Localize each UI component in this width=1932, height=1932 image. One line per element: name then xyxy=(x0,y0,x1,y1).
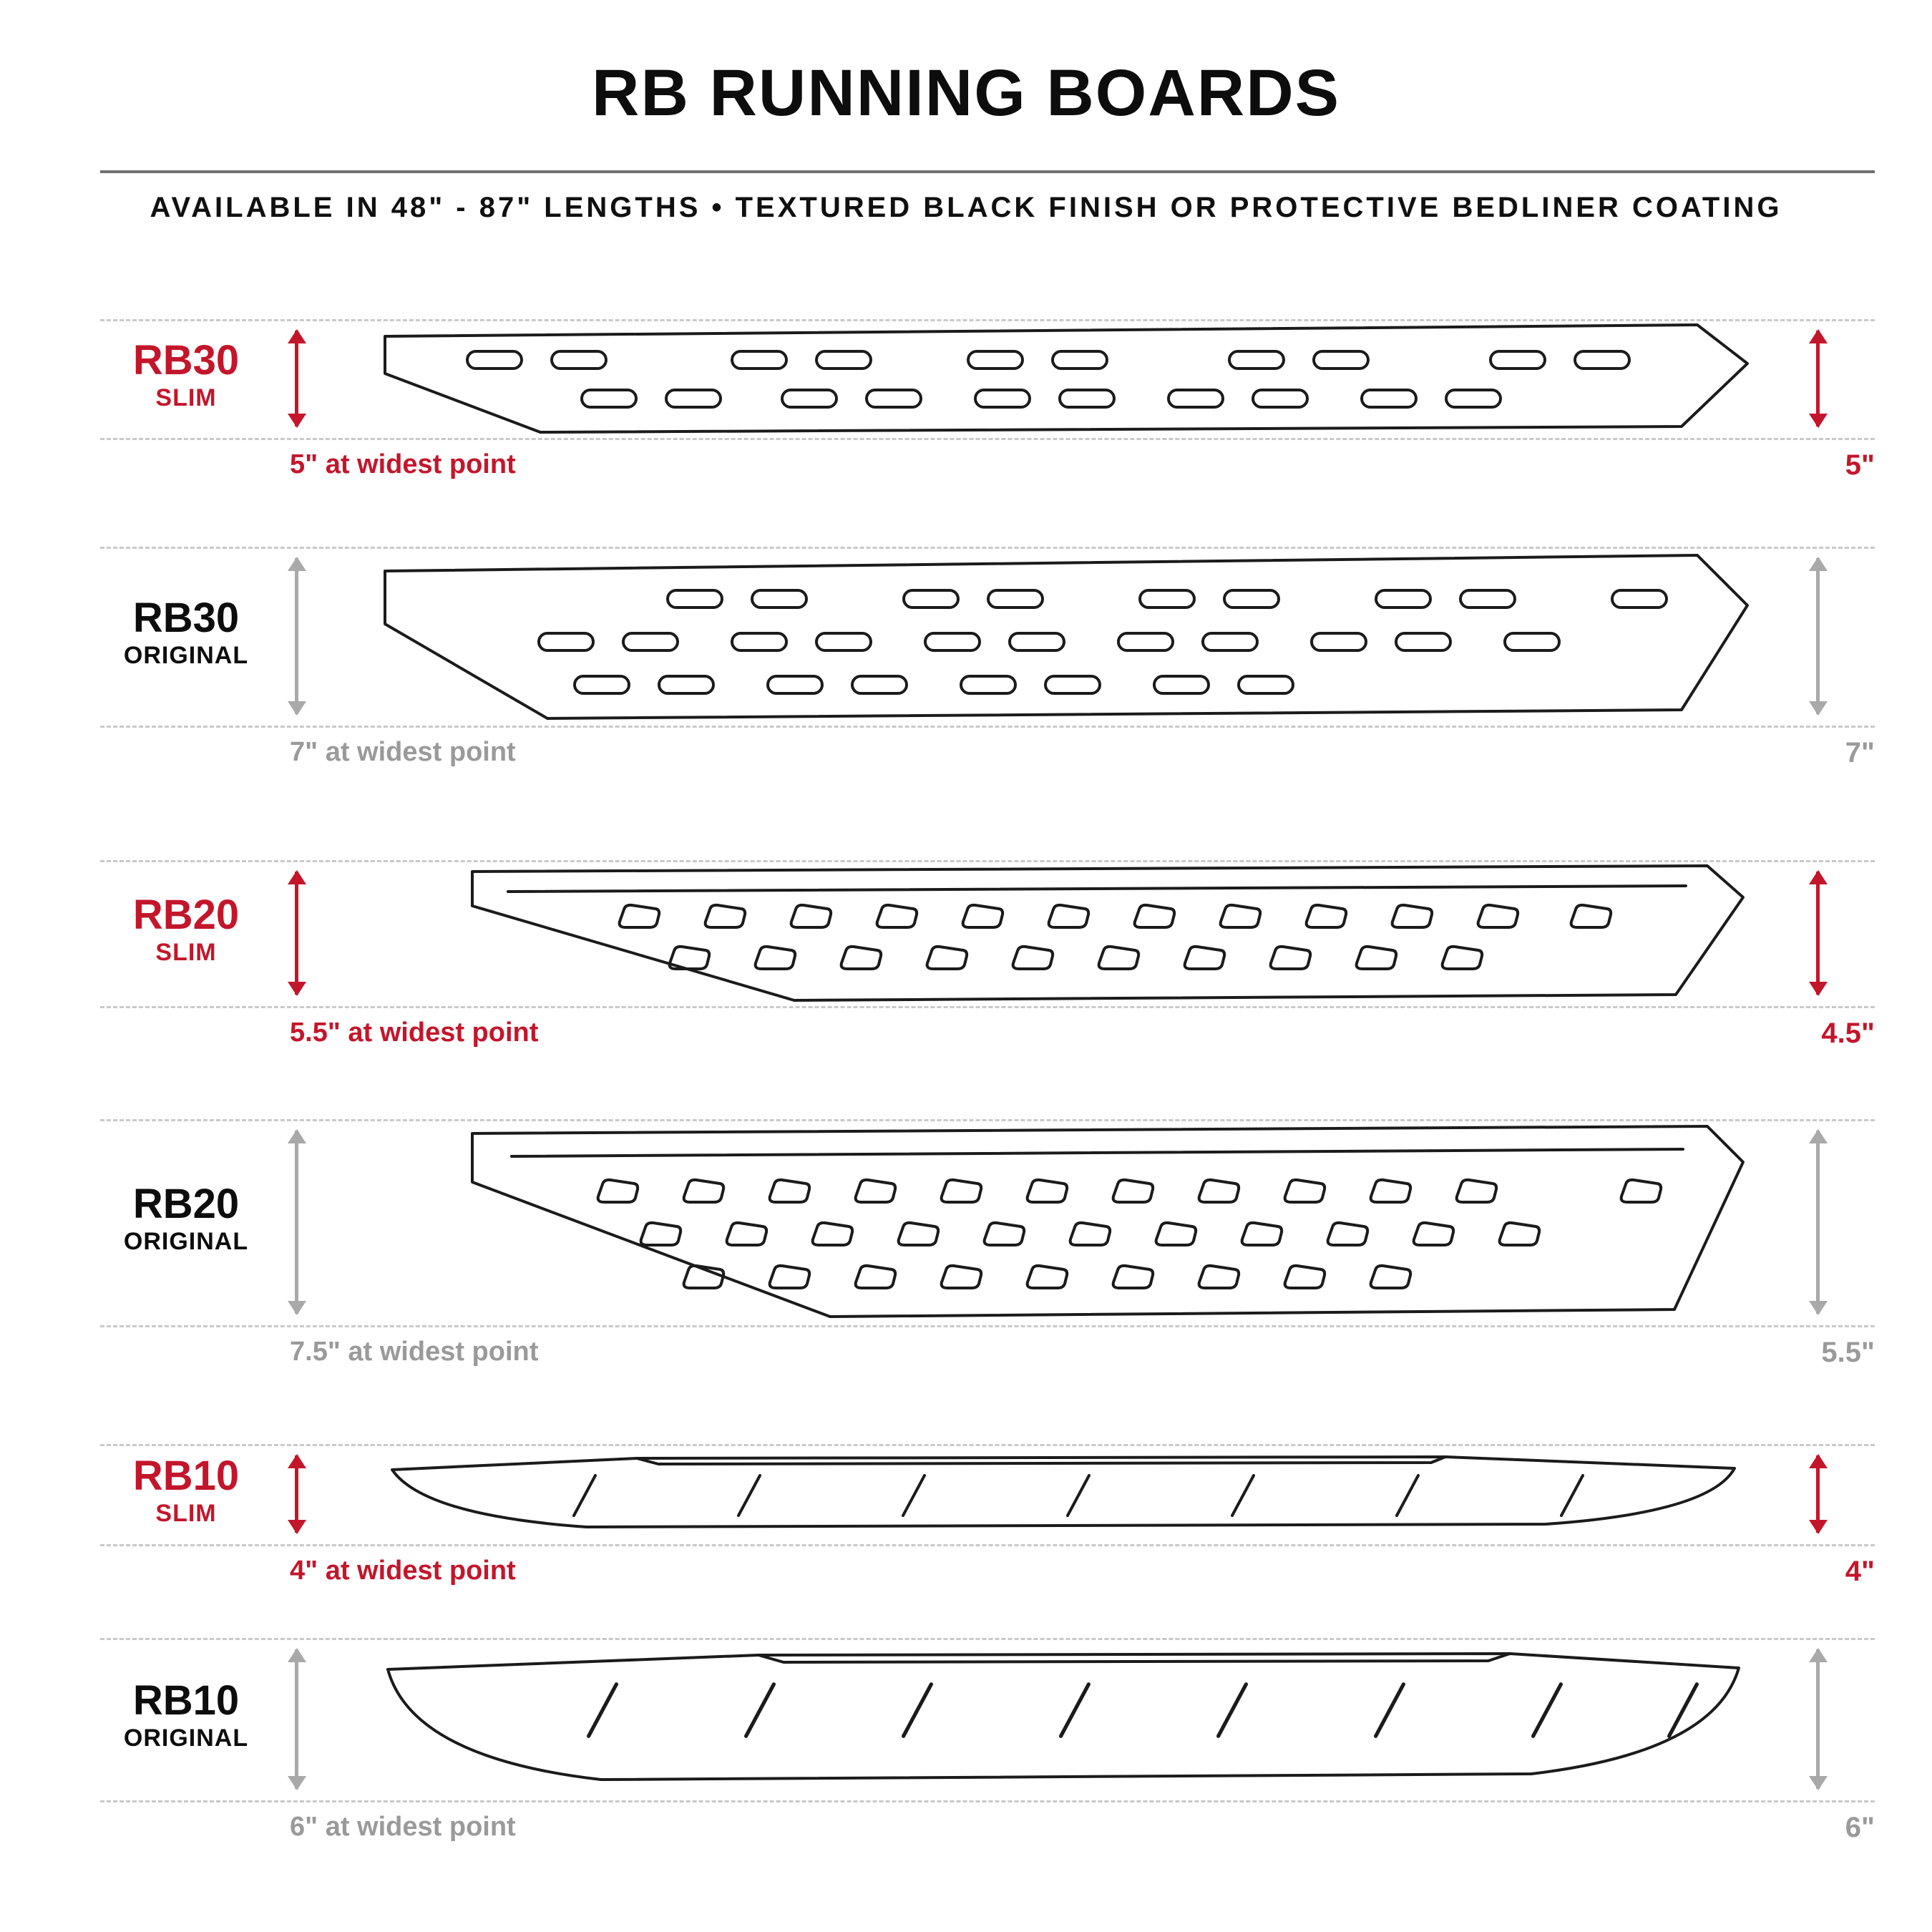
height-dimension-label: 4" xyxy=(1845,1556,1875,1587)
title-divider xyxy=(100,170,1875,173)
model-label: RB30 ORIGINAL xyxy=(72,595,301,669)
board-drawing-rb10-slim xyxy=(391,1455,1736,1528)
height-arrow-right xyxy=(1816,1131,1820,1314)
model-variant: SLIM xyxy=(155,384,217,411)
model-variant: SLIM xyxy=(155,938,217,966)
model-name: RB10 xyxy=(132,1677,240,1724)
model-label: RB30 SLIM xyxy=(72,337,301,411)
height-arrow-left xyxy=(295,872,298,995)
widest-point-note: 7" at widest point xyxy=(290,737,516,767)
model-name: RB20 xyxy=(132,1181,240,1227)
dash-line-top xyxy=(100,860,1875,862)
height-arrow-left xyxy=(295,331,298,426)
board-drawing-rb30-original xyxy=(384,554,1749,720)
model-variant: ORIGINAL xyxy=(123,1227,249,1255)
height-dimension-label: 5" xyxy=(1845,449,1875,481)
board-drawing-rb20-original xyxy=(471,1125,1745,1318)
page-subtitle: AVAILABLE IN 48" - 87" LENGTHS • TEXTURE… xyxy=(150,192,1782,223)
dash-line-bottom xyxy=(100,1006,1875,1008)
height-arrow-left xyxy=(295,1131,298,1314)
dash-line-bottom xyxy=(100,1325,1875,1327)
height-arrow-right xyxy=(1816,558,1820,714)
widest-point-note: 6" at widest point xyxy=(290,1812,516,1842)
model-name: RB30 xyxy=(132,337,240,384)
model-variant: ORIGINAL xyxy=(123,641,249,669)
height-dimension-label: 7" xyxy=(1845,737,1875,769)
model-variant: SLIM xyxy=(155,1499,217,1527)
height-arrow-left xyxy=(295,558,298,714)
dash-line-top xyxy=(100,1444,1875,1446)
page-title: RB RUNNING BOARDS xyxy=(592,57,1340,130)
widest-point-note: 5" at widest point xyxy=(290,449,516,479)
model-label: RB20 SLIM xyxy=(72,892,301,966)
height-arrow-right xyxy=(1816,1649,1820,1789)
board-drawing-rb10-original xyxy=(386,1652,1740,1781)
dash-line-top xyxy=(100,319,1875,321)
height-arrow-right xyxy=(1816,331,1820,426)
model-name: RB20 xyxy=(132,892,240,938)
model-label: RB20 ORIGINAL xyxy=(72,1181,301,1255)
dash-line-bottom xyxy=(100,1800,1875,1802)
dash-line-top xyxy=(100,1638,1875,1640)
model-label: RB10 ORIGINAL xyxy=(72,1679,301,1752)
model-name: RB10 xyxy=(132,1453,240,1499)
height-arrow-left xyxy=(295,1455,298,1533)
dash-line-bottom xyxy=(100,726,1875,728)
dash-line-top xyxy=(100,547,1875,549)
widest-point-note: 5.5" at widest point xyxy=(290,1018,539,1048)
board-drawing-rb20-slim xyxy=(471,864,1745,1002)
widest-point-note: 7.5" at widest point xyxy=(290,1337,539,1367)
widest-point-note: 4" at widest point xyxy=(290,1556,516,1586)
height-dimension-label: 5.5" xyxy=(1821,1337,1875,1368)
dash-line-bottom xyxy=(100,438,1875,440)
model-name: RB30 xyxy=(132,595,240,641)
model-label: RB10 SLIM xyxy=(72,1453,301,1527)
height-arrow-right xyxy=(1816,1455,1820,1533)
board-drawing-rb30-slim xyxy=(384,323,1749,434)
height-arrow-right xyxy=(1816,872,1820,995)
height-arrow-left xyxy=(295,1649,298,1789)
dash-line-bottom xyxy=(100,1544,1875,1546)
height-dimension-label: 6" xyxy=(1845,1812,1875,1843)
dash-line-top xyxy=(100,1119,1875,1121)
model-variant: ORIGINAL xyxy=(123,1724,249,1752)
height-dimension-label: 4.5" xyxy=(1821,1018,1875,1049)
